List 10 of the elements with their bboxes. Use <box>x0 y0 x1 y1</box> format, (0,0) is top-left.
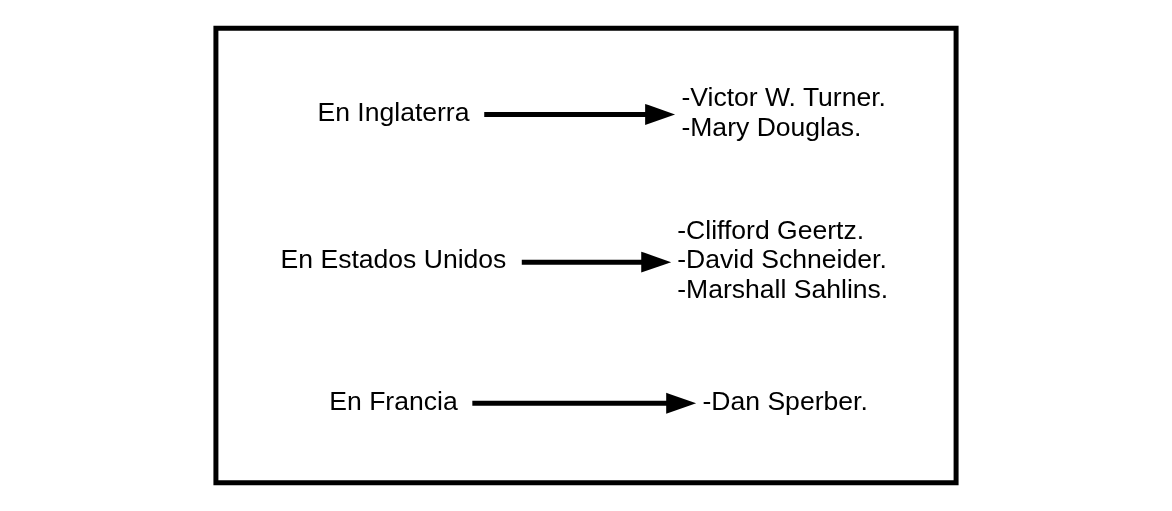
cluster <box>213 25 959 486</box>
arrow <box>484 103 676 125</box>
node-text: -Victor W. Turner. -Mary Douglas. <box>681 81 886 142</box>
node-text: En Inglaterra <box>317 96 470 127</box>
node-text: En Francia <box>329 385 458 416</box>
node-text: -Dan Sperber. <box>702 385 868 416</box>
arrow <box>472 392 697 414</box>
node-text: -Clifford Geertz. -David Schneider. -Marshall Sahlins. <box>677 214 889 305</box>
arrow <box>521 251 672 273</box>
node-text: En Estados Unidos <box>280 244 507 275</box>
